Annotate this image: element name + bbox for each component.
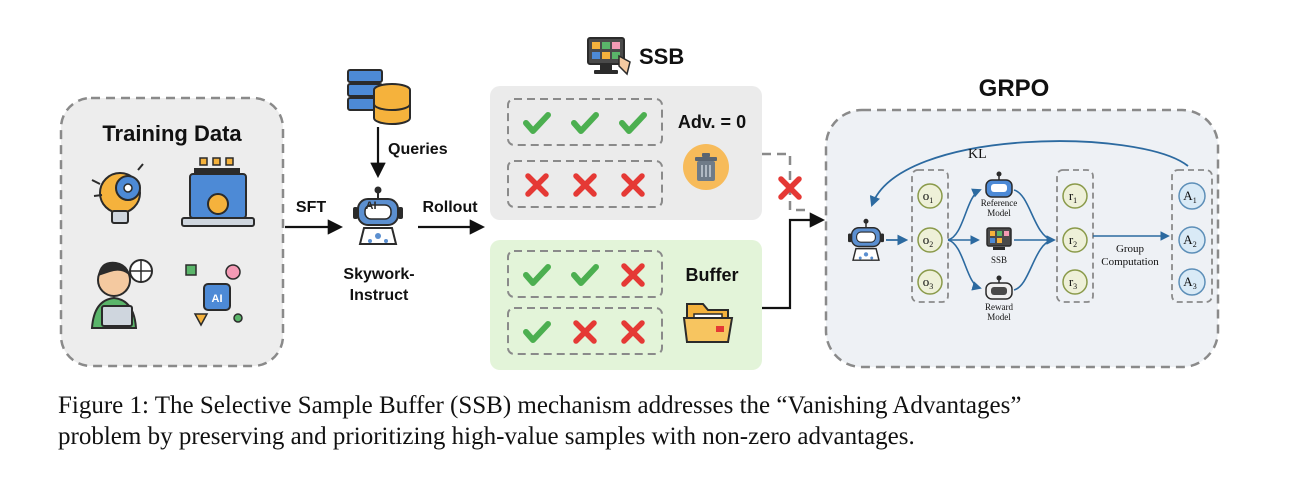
output-node-label-1: o1 (923, 188, 934, 205)
group-computation-label-2: Computation (1101, 256, 1159, 268)
person-globe-icon (90, 259, 153, 329)
ssb-title: SSB (639, 44, 684, 69)
advantage-node-3 (1178, 268, 1206, 296)
model-name-line1: Skywork- (343, 266, 414, 283)
trash-bin-icon (683, 144, 729, 190)
queries-label: Queries (388, 141, 448, 158)
reward-node-label-1: r1 (1069, 188, 1077, 205)
output-node-subscript-3: 3 (929, 282, 933, 291)
output-node-1 (917, 183, 943, 209)
advantage-node-2 (1178, 226, 1206, 254)
output-node-3 (917, 269, 943, 295)
robot-chip-label: AI (366, 200, 377, 212)
model-name-line2: Instruct (350, 287, 409, 304)
reward-node-label-2: r2 (1069, 232, 1077, 249)
reward-node-subscript-3: 3 (1073, 282, 1077, 291)
reward-to-rewards-arrow (1013, 239, 1053, 291)
sft-label: SFT (296, 199, 326, 216)
reward-model-label-1: Reward (985, 302, 1013, 312)
reward-node-1 (1062, 183, 1088, 209)
to-reward-arrow (947, 239, 982, 291)
group-computation-label-1: Group (1116, 243, 1145, 255)
rewards-column: r1 r2 r3 (1062, 183, 1088, 295)
reward-node-label-3: r3 (1069, 274, 1077, 291)
rollout-label: Rollout (422, 199, 478, 216)
skywork-robot-icon (352, 185, 404, 245)
reward-node-2 (1062, 227, 1088, 253)
buffer-group-mixed-2 (507, 307, 663, 355)
to-reference-arrow (947, 188, 982, 241)
ssb-mini-label: SSB (991, 255, 1007, 265)
kl-label: KL (968, 147, 987, 162)
laptop-settings-icon (181, 157, 255, 227)
adv-zero-label: Adv. = 0 (678, 112, 746, 132)
output-node-subscript-1: 1 (929, 196, 933, 205)
blocked-path (762, 152, 808, 212)
output-node-label-2: o2 (923, 232, 934, 249)
output-node-subscript-2: 2 (929, 240, 933, 249)
ai-chip-icon: AI (185, 264, 243, 327)
reward-model-label-2: Model (987, 312, 1011, 322)
reward-model-icon (985, 275, 1013, 300)
caption-line-2: problem by preserving and prioritizing h… (58, 423, 915, 450)
output-node-label-3: o3 (923, 274, 934, 291)
advantage-node-subscript-1: 1 (1193, 196, 1197, 205)
ssb-group-zero-advantage-wrong (507, 160, 663, 208)
diagram: Training Data AI (59, 37, 1220, 370)
advantage-node-subscript-2: 2 (1193, 240, 1197, 249)
ssb-mini-icon (986, 227, 1012, 250)
reward-node-3 (1062, 269, 1088, 295)
outputs-column: o1 o2 o3 (917, 183, 943, 295)
folder-icon (682, 303, 734, 343)
buffer-to-grpo-arrow (762, 212, 826, 310)
reference-model-label-1: Reference (981, 198, 1017, 208)
buffer-group-mixed-1 (507, 250, 663, 298)
caption-line-1: Figure 1: The Selective Sample Buffer (S… (58, 392, 1022, 419)
advantage-node-1 (1178, 182, 1206, 210)
buffer-panel (490, 240, 762, 370)
ssb-monitor-icon (587, 37, 631, 76)
ssb-group-zero-advantage-correct (507, 98, 663, 146)
database-server-icon (347, 69, 411, 125)
outputs-group (911, 169, 949, 303)
figure-caption: Figure 1: The Selective Sample Buffer (S… (58, 390, 1258, 452)
output-node-2 (917, 227, 943, 253)
kl-arrow (869, 140, 1189, 208)
grpo-panel (824, 108, 1220, 369)
buffer-title: Buffer (686, 265, 739, 285)
reward-node-subscript-1: 1 (1073, 196, 1077, 205)
training-data-title: Training Data (102, 121, 242, 146)
reference-model-label-2: Model (987, 208, 1011, 218)
grpo-title: GRPO (979, 75, 1050, 102)
reward-node-subscript-2: 2 (1073, 240, 1077, 249)
advantages-group (1171, 169, 1213, 303)
svg-text:AI: AI (212, 293, 223, 305)
lightbulb-gear-icon (91, 163, 144, 224)
reference-model-icon (985, 171, 1013, 198)
advantage-node-subscript-3: 3 (1193, 282, 1197, 291)
